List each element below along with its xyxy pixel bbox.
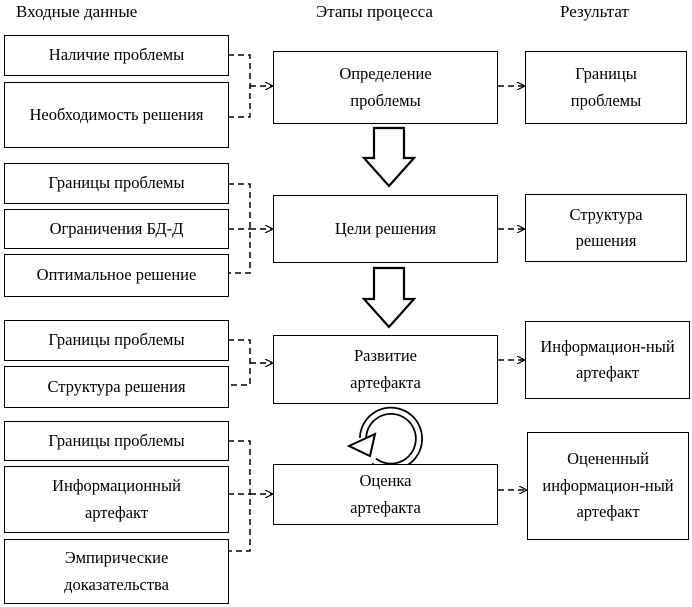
connector-g4-inputs	[228, 440, 251, 552]
result-box: Границы проблемы	[525, 51, 687, 124]
input-label: Ограничения БД-Д	[49, 218, 184, 238]
input-box: Границы проблемы	[4, 320, 229, 361]
down-arrow-icon	[361, 266, 417, 329]
stage-label: Цели решения	[334, 218, 437, 238]
result-box: Информацион-ный артефакт	[525, 321, 690, 399]
input-label: Эмпирические доказательства	[64, 548, 169, 594]
input-box: Эмпирические доказательства	[4, 539, 229, 604]
result-box: Оцененный информацион-ный артефакт	[527, 432, 689, 540]
result-label: Оцененный информацион-ный артефакт	[542, 449, 674, 522]
stage-label: Определение проблемы	[339, 64, 432, 110]
stage-label: Развитие артефакта	[350, 346, 421, 392]
input-label: Необходимость решения	[29, 104, 204, 124]
connector-g3-inputs	[228, 339, 251, 386]
connector-g1-input1	[228, 54, 251, 118]
input-label: Информационный артефакт	[52, 476, 181, 522]
header-inputs: Входные данные	[16, 2, 138, 21]
stage-label: Оценка артефакта	[350, 471, 421, 517]
connector-g2-inputs	[228, 183, 251, 274]
input-box: Границы проблемы	[4, 163, 229, 204]
result-label: Структура решения	[569, 204, 643, 250]
input-box: Границы проблемы	[4, 421, 229, 461]
header-results: Результат	[560, 2, 629, 21]
header-stages: Этапы процесса	[316, 2, 433, 21]
input-label: Наличие проблемы	[48, 45, 185, 65]
input-label: Границы проблемы	[48, 330, 185, 350]
input-label: Границы проблемы	[48, 173, 185, 193]
input-box: Необходимость решения	[4, 82, 229, 148]
cycle-arrow-icon	[346, 406, 423, 471]
stage-box: Определение проблемы	[273, 51, 498, 124]
input-box: Структура решения	[4, 366, 229, 408]
input-box: Информационный артефакт	[4, 466, 229, 533]
input-label: Границы проблемы	[48, 430, 185, 450]
stage-box: Цели решения	[273, 195, 498, 263]
result-label: Границы проблемы	[570, 64, 642, 110]
input-label: Оптимальное решение	[36, 265, 197, 285]
result-label: Информацион-ный артефакт	[540, 336, 675, 382]
input-box: Оптимальное решение	[4, 254, 229, 297]
stage-box: Развитие артефакта	[273, 335, 498, 404]
stage-box: Оценка артефакта	[273, 464, 498, 525]
down-arrow-icon	[361, 126, 417, 188]
input-box: Ограничения БД-Д	[4, 209, 229, 249]
input-label: Структура решения	[47, 376, 186, 396]
result-box: Структура решения	[525, 194, 687, 262]
input-box: Наличие проблемы	[4, 35, 229, 76]
